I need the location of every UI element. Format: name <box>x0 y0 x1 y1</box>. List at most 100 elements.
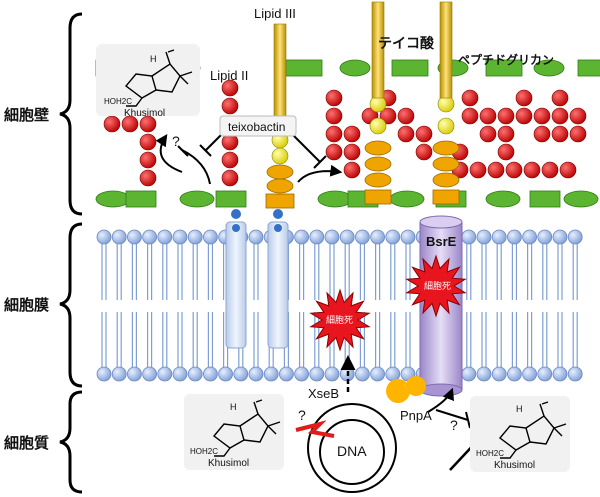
peptide-bead <box>139 151 157 169</box>
lipid-head <box>552 229 568 245</box>
khusimol-molecule-right: H HOH2C Khusimol <box>470 396 570 472</box>
lipid-head <box>172 229 188 245</box>
glycan-unit <box>285 59 323 77</box>
lipid-head <box>324 229 340 245</box>
lipid-head <box>111 229 127 245</box>
dna-circle: DNA <box>307 403 397 493</box>
glycan-unit <box>179 190 215 208</box>
peptide-bead <box>325 89 343 107</box>
peptide-bead <box>343 143 361 161</box>
peptide-bead <box>221 97 239 115</box>
teixobactin-label: teixobactin <box>228 120 285 134</box>
peptide-bead <box>515 89 533 107</box>
glycan-unit <box>529 190 561 208</box>
lipid-head <box>248 366 264 382</box>
lipid-head <box>96 229 112 245</box>
peptide-bead <box>533 125 551 143</box>
peptide-bead <box>415 125 433 143</box>
xseb-label: XseB <box>308 386 339 401</box>
peptide-bead <box>497 143 515 161</box>
peptide-bead <box>497 125 515 143</box>
lipid-head <box>522 229 537 245</box>
teichoic-bead <box>369 95 387 113</box>
lipid-head <box>567 366 583 382</box>
anchor-bead <box>232 224 240 232</box>
peptide-bead <box>325 107 343 125</box>
lipid-head <box>370 366 386 382</box>
lipid-head <box>157 229 173 245</box>
svg-text:細胞死: 細胞死 <box>424 280 451 292</box>
linkage-unit <box>364 172 392 188</box>
bsre-label: BsrE <box>426 234 457 249</box>
lipid-head <box>142 229 158 245</box>
glycan-unit <box>485 190 521 208</box>
khusimol-label-right: Khusimol <box>494 460 535 471</box>
lipid-head <box>294 229 310 245</box>
peptide-bead <box>479 125 497 143</box>
cell-wall-label: 細胞壁 <box>4 106 49 124</box>
cytoplasm-brace <box>59 390 83 494</box>
peptide-bead <box>397 125 415 143</box>
glycan-unit <box>577 59 600 77</box>
linkage-unit <box>432 172 460 188</box>
glycan-unit <box>391 59 429 77</box>
lipid-head <box>476 229 492 245</box>
glycan-unit <box>533 59 565 77</box>
khusimol-molecule-top: H HOH2C Khusimol <box>96 44 200 119</box>
peptide-bead <box>515 107 533 125</box>
khusimol-label-left: Khusimol <box>208 458 249 469</box>
cell-membrane-brace <box>59 222 83 388</box>
svg-text:細胞死: 細胞死 <box>326 314 353 326</box>
peptide-bead <box>497 107 515 125</box>
cell-wall-brace <box>59 12 83 216</box>
lipid-head <box>309 229 325 245</box>
lipid-head <box>522 366 537 382</box>
teichoic-bead <box>437 95 455 113</box>
cell-membrane-label: 細胞膜 <box>4 296 49 314</box>
lipid-head <box>507 229 522 245</box>
glycan-unit <box>317 190 353 208</box>
lipid-head <box>126 229 142 245</box>
khusimol-label-top: Khusimol <box>124 108 165 119</box>
peptide-bead <box>469 161 487 179</box>
lipid-head <box>385 366 401 382</box>
lipid-head <box>552 366 568 382</box>
lipid-head <box>461 229 477 245</box>
linkage-unit <box>364 140 392 156</box>
svg-text:H: H <box>150 54 157 64</box>
lipid-head <box>461 366 477 382</box>
lipid-head <box>187 229 203 245</box>
svg-text:H: H <box>230 402 237 412</box>
anchor-bead <box>273 209 283 219</box>
lipid-head <box>218 366 234 382</box>
teichoic-rod <box>439 1 453 99</box>
lipid-head <box>354 366 370 382</box>
lipid-head <box>126 366 142 382</box>
lipid-head <box>294 366 310 382</box>
peptide-bead <box>479 107 497 125</box>
linkage-unit <box>364 156 392 172</box>
teichoic-bead <box>369 117 387 135</box>
lipid-head <box>491 229 507 245</box>
lipid-head <box>111 366 127 382</box>
glycan-unit <box>125 190 157 208</box>
peptide-bead <box>221 169 239 187</box>
peptide-bead <box>325 143 343 161</box>
dna-label: DNA <box>337 443 367 459</box>
peptide-bead <box>541 161 559 179</box>
glycan-unit <box>563 190 599 208</box>
peptide-bead <box>461 89 479 107</box>
pnpa-label: PnpA <box>400 408 432 423</box>
svg-text:H: H <box>516 404 523 414</box>
lipid-head <box>278 366 294 382</box>
lipid-head <box>96 366 112 382</box>
peptide-bead <box>343 161 361 179</box>
pnpa-icon <box>406 376 426 396</box>
peptide-bead <box>523 161 541 179</box>
peptide-bead <box>397 107 415 125</box>
lipid-head <box>385 229 401 245</box>
linkage-unit <box>432 140 460 156</box>
lipid-head <box>202 366 218 382</box>
anchor-bead <box>231 209 241 219</box>
lipid-head <box>567 229 583 245</box>
